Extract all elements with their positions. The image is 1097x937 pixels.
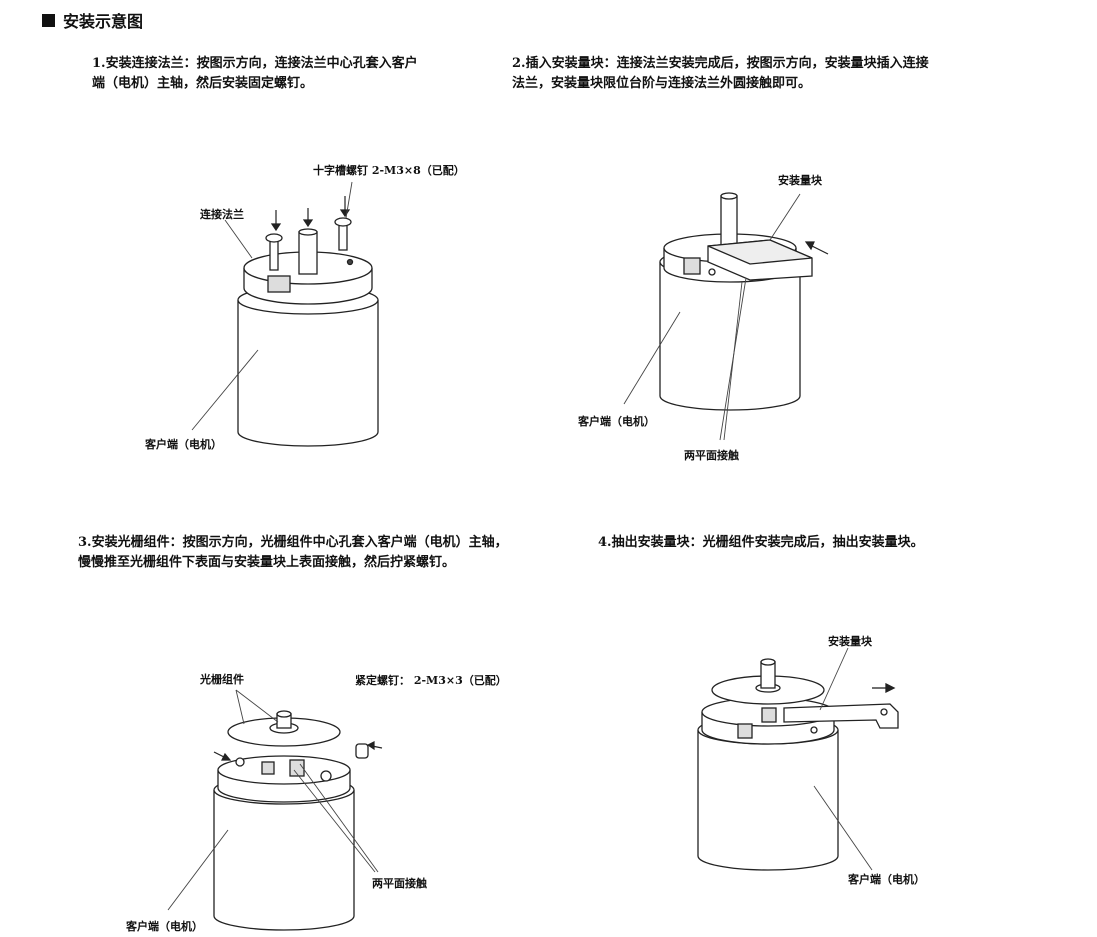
label-two-plane-contact: 两平面接触 [372, 877, 427, 890]
label-client-motor: 客户端（电机） [578, 415, 655, 428]
label-gauge-block: 安装量块 [828, 635, 872, 648]
step-2-text: 2.插入安装量块：连接法兰安装完成后，按图示方向，安装量块插入连接 法兰，安装量… [512, 56, 929, 91]
page-title-text: 安装示意图 [63, 12, 144, 31]
figure-3-grating-install: 光栅组件 紧定螺钉： 2-M3×3（已配） 两平面接触 客户端（电机） [0, 0, 507, 933]
step-3-text: 3.安装光栅组件：按图示方向，光栅组件中心孔套入客户端（电机）主轴， 慢慢推至光… [78, 535, 508, 570]
square-bullet-icon [42, 13, 55, 27]
label-two-plane-contact: 两平面接触 [684, 449, 739, 462]
label-gauge-block: 安装量块 [778, 174, 822, 187]
step-4-text: 4.抽出安装量块：光栅组件安装完成后，抽出安装量块。 [598, 535, 924, 550]
label-cross-screw: 十字槽螺钉 2-M3×8（已配） [313, 164, 465, 177]
label-flange: 连接法兰 [200, 208, 244, 221]
figure-1-flange-install: 十字槽螺钉 2-M3×8（已配） 连接法兰 客户端（电机） [0, 0, 465, 451]
label-grating-assembly: 光栅组件 [200, 673, 244, 686]
label-set-screw: 紧定螺钉： 2-M3×3（已配） [355, 674, 507, 687]
step-1-text: 1.安装连接法兰：按图示方向，连接法兰中心孔套入客户 端（电机）主轴，然后安装固… [92, 56, 418, 91]
label-client-motor: 客户端（电机） [126, 920, 203, 933]
figure-2-block-insert: 安装量块 客户端（电机） 两平面接触 [0, 0, 829, 462]
label-client-motor: 客户端（电机） [848, 873, 925, 886]
page-title: 安装示意图 [42, 8, 143, 32]
figure-4-block-remove: 安装量块 客户端（电机） [0, 0, 925, 886]
label-client-motor: 客户端（电机） [145, 438, 222, 451]
